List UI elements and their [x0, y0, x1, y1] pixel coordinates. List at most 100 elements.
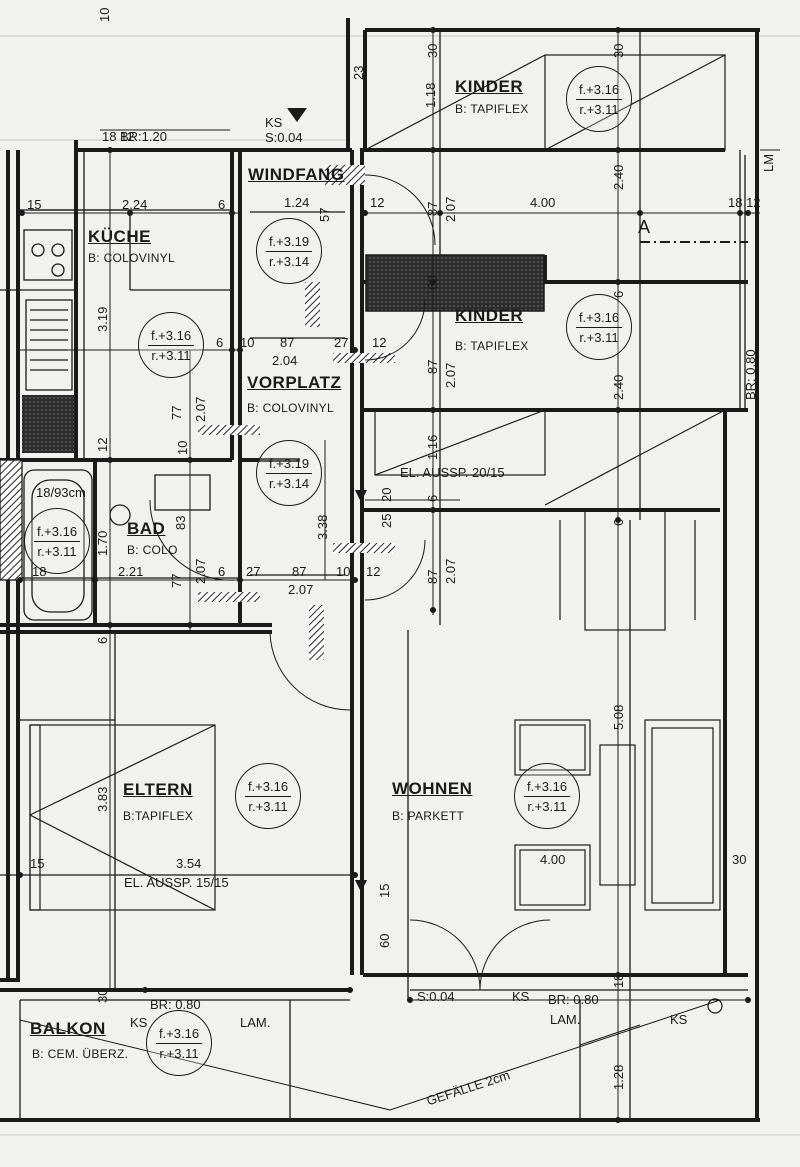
- dimension-label: 12: [95, 437, 110, 452]
- annotation-br-120: BR:1.20: [120, 129, 167, 144]
- dimension-label: 3.38: [315, 514, 330, 540]
- dimension-label: 18: [611, 973, 626, 988]
- dimension-label: 1.70: [95, 530, 110, 556]
- dimension-label: 23: [351, 65, 366, 80]
- annotation-s004: S:0.04: [265, 130, 303, 145]
- dimension-label: 3.19: [95, 306, 110, 332]
- dimension-label: 27: [334, 335, 349, 350]
- annotation-el-aussp: EL. AUSSP. 20/15: [400, 465, 505, 480]
- annotation-lam: LAM.: [240, 1015, 271, 1030]
- dimension-label: 1.18: [423, 82, 438, 108]
- annotation-ks: KS: [512, 989, 530, 1004]
- dimension-label: 10: [336, 564, 351, 579]
- dimension-label: 83: [173, 515, 188, 530]
- floor-finish-bad: B: COLO: [127, 543, 178, 557]
- dimension-label: 12: [372, 335, 387, 350]
- annotation-ks: KS: [265, 115, 283, 130]
- dimension-label: 2.07: [443, 196, 458, 222]
- dimension-label: 87: [292, 564, 307, 579]
- dimension-label: 30: [425, 43, 440, 58]
- dimension-label: 10: [175, 440, 190, 455]
- room-name-bad: BAD: [127, 519, 166, 538]
- dimension-label: 3.54: [176, 856, 202, 871]
- annotation-lm: LM: [761, 153, 776, 172]
- annotation-lam: LAM.: [550, 1012, 581, 1027]
- dimension-label: 77: [169, 405, 184, 420]
- dimension-label: 4.00: [540, 852, 566, 867]
- dimension-label: 27: [246, 564, 261, 579]
- room-name-balkon: BALKON: [30, 1019, 106, 1038]
- room-name-kinder-top: KINDER: [455, 77, 524, 96]
- dimension-label: 12: [366, 564, 381, 579]
- dimension-label: 60: [377, 933, 392, 948]
- dimension-label: 6: [216, 335, 224, 350]
- dimension-label: 2.07: [193, 396, 208, 422]
- dimension-label: 15: [27, 197, 42, 212]
- dimension-label: 6: [218, 564, 226, 579]
- dimension-label: 20: [379, 487, 394, 502]
- room-name-wohnen: WOHNEN: [392, 779, 473, 798]
- dimension-label: 87: [280, 335, 295, 350]
- walls: [0, 18, 760, 1122]
- dimension-label: 2.07: [288, 582, 314, 597]
- dimension-label: 87: [425, 201, 440, 216]
- dimension-label: 2.21: [118, 564, 144, 579]
- dimension-label: 1.16: [425, 434, 440, 460]
- dimension-label: 18 12: [102, 129, 135, 144]
- dimension-label: 30: [95, 988, 110, 1003]
- annotation-ks: KS: [130, 1015, 148, 1030]
- room-name-kinder-mid: KINDER: [455, 306, 524, 325]
- room-name-vorplatz: VORPLATZ: [247, 373, 342, 392]
- annotation-s004: S:0.04: [417, 989, 455, 1004]
- room-name-eltern: ELTERN: [123, 780, 193, 799]
- annotation-br-080: BR: 0.80: [548, 992, 599, 1007]
- dimension-label: 15: [30, 856, 45, 871]
- floor-finish-balkon: B: CEM. ÜBERZ.: [32, 1047, 129, 1061]
- annotation-ks: KS: [670, 1012, 688, 1027]
- floor-finish-kinder-mid: B: TAPIFLEX: [455, 339, 529, 353]
- dimension-label: 6: [425, 494, 440, 502]
- dimension-label: 6: [611, 518, 626, 526]
- dimension-label: 6: [611, 290, 626, 298]
- annotation-br-080: BR: 0.80: [150, 997, 201, 1012]
- dimension-label: 60: [425, 275, 440, 290]
- dimension-label: 5.08: [611, 704, 626, 730]
- floor-finish-kinder-top: B: TAPIFLEX: [455, 102, 529, 116]
- annotation-bath-tub: 18/93cm: [36, 485, 86, 500]
- dimension-label: 2.07: [193, 558, 208, 584]
- dimension-label: 2.07: [443, 558, 458, 584]
- dimension-label: 18 12: [728, 195, 761, 210]
- dimension-label: 6: [218, 197, 226, 212]
- dimension-label: 2.24: [122, 197, 148, 212]
- dimension-label: 18: [32, 564, 47, 579]
- dimension-label: 87: [425, 569, 440, 584]
- dimension-label: 2.40: [611, 164, 626, 190]
- dimension-label: 12: [370, 195, 385, 210]
- section-marker-a: A: [638, 217, 651, 237]
- dimension-label: 1.28: [611, 1064, 626, 1090]
- dimension-label: 30: [732, 852, 747, 867]
- annotation-br-080-vertical: BR: 0.80: [743, 349, 758, 400]
- dimension-label: 15: [377, 883, 392, 898]
- dimension-label: 10: [240, 335, 255, 350]
- room-name-kueche: KÜCHE: [88, 227, 151, 246]
- floor-finish-kueche: B: COLOVINYL: [88, 251, 175, 265]
- annotation-el-aussp: EL. AUSSP. 15/15: [124, 875, 229, 890]
- dimension-label: 30: [611, 43, 626, 58]
- dimension-label: 10: [97, 7, 112, 22]
- floor-finish-wohnen: B: PARKETT: [392, 809, 465, 823]
- dimension-label: 25: [379, 513, 394, 528]
- dimension-label: 4.00: [530, 195, 556, 210]
- dimension-label: 2.07: [443, 362, 458, 388]
- dimension-label: 87: [425, 359, 440, 374]
- dimension-label: 2.40: [611, 374, 626, 400]
